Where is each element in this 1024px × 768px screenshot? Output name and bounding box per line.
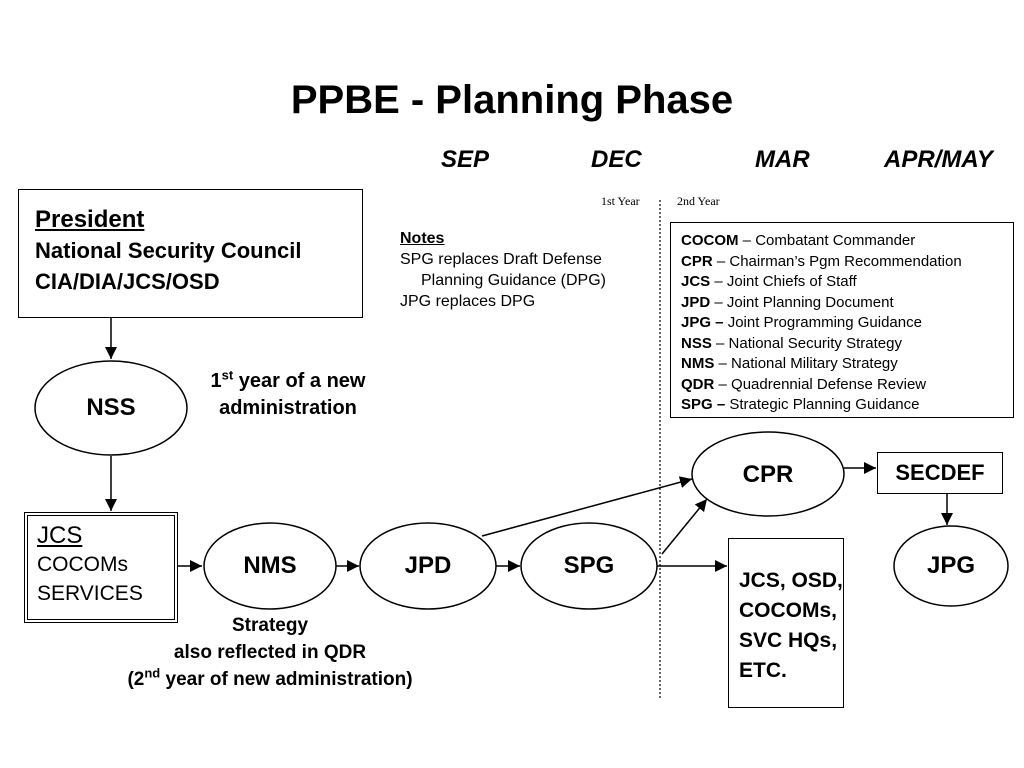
jcs-box: JCS COCOMs SERVICES [24, 512, 178, 623]
president-label: President [35, 206, 145, 233]
agencies-box: JCS, OSD, COCOMs, SVC HQs, ETC. [728, 538, 844, 708]
agencies-line-3: SVC HQs, [739, 629, 838, 652]
glossary-box: COCOM – Combatant Commander CPR – Chairm… [670, 222, 1014, 418]
spg-label: SPG [563, 552, 615, 579]
nss-label: NSS [86, 394, 136, 421]
year-1-label: 1st Year [601, 194, 640, 208]
year-2-label: 2nd Year [677, 194, 720, 208]
glossary-item: COCOM – Combatant Commander [681, 232, 916, 249]
arrow-spg-to-cpr [661, 498, 708, 555]
month-mar: MAR [755, 146, 810, 173]
nss-oval [34, 360, 188, 456]
agencies-line-4: ETC. [739, 659, 787, 682]
month-dec: DEC [591, 146, 642, 173]
jpg-oval [893, 525, 1009, 607]
agencies-line-2: COCOMs, [739, 599, 838, 622]
nss-caption: 1st year of a new administration [180, 368, 396, 422]
glossary-item: JCS – Joint Chiefs of Staff [681, 273, 857, 290]
jpd-label: JPD [404, 552, 452, 579]
glossary-item: NSS – National Security Strategy [681, 334, 902, 352]
glossary-item: JPG – Joint Programming Guidance [681, 314, 922, 331]
arrow-jpd-to-cpr [481, 476, 693, 537]
month-sep: SEP [441, 146, 490, 173]
jcs-label: JCS [37, 522, 83, 549]
strategy-caption-line-3: (2nd year of new administration) [127, 665, 413, 690]
glossary-item: NMS – National Military Strategy [681, 355, 898, 372]
nss-caption-line-2: administration [219, 397, 357, 419]
nsc-label: National Security Council [35, 238, 302, 263]
nms-label: NMS [243, 552, 297, 579]
notes-block: Notes SPG replaces Draft Defense Plannin… [400, 228, 606, 312]
page-title: PPBE - Planning Phase [290, 78, 734, 122]
president-box: President National Security Council CIA/… [18, 189, 363, 318]
notes-line-3: JPG replaces DPG [400, 293, 536, 310]
services-label: SERVICES [37, 582, 143, 605]
notes-line-2: Planning Guidance (DPG) [421, 272, 606, 289]
strategy-caption: Strategy also reflected in QDR (2nd year… [80, 612, 460, 693]
month-aprmay: APR/MAY [884, 146, 993, 173]
notes-line-1: SPG replaces Draft Defense [400, 251, 602, 268]
strategy-caption-line-2: also reflected in QDR [173, 642, 367, 663]
cpr-oval [691, 431, 845, 517]
glossary-item: JPD – Joint Planning Document [681, 293, 894, 311]
strategy-caption-line-1: Strategy [231, 615, 309, 636]
cocoms-label: COCOMs [37, 553, 128, 576]
nss-caption-line-1: 1st year of a new [210, 367, 366, 392]
agencies-label: CIA/DIA/JCS/OSD [35, 269, 220, 294]
glossary-item: QDR – Quadrennial Defense Review [681, 375, 927, 393]
glossary-item: CPR – Chairman’s Pgm Recommendation [681, 252, 962, 270]
agencies-line-1: JCS, OSD, [739, 569, 843, 592]
secdef-box: SECDEF [877, 452, 1003, 494]
cpr-label: CPR [742, 461, 794, 488]
glossary-item: SPG – Strategic Planning Guidance [681, 396, 920, 413]
notes-heading: Notes [400, 230, 445, 247]
jpg-label: JPG [926, 552, 976, 579]
